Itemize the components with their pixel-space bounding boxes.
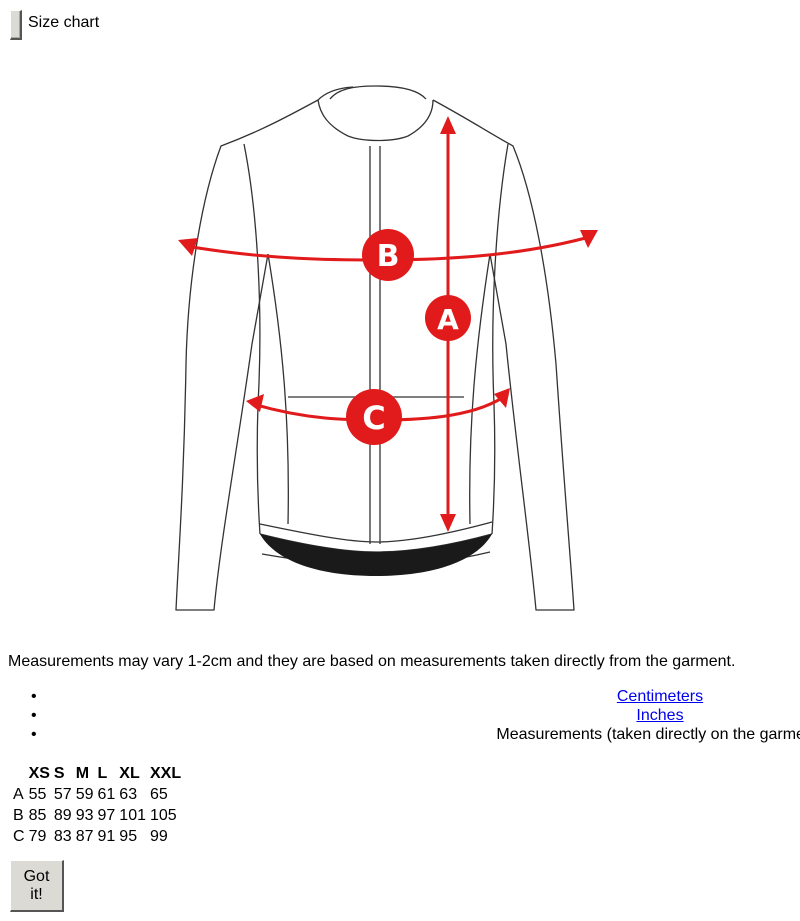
table-cell: 61 [97, 786, 116, 803]
table-cell: 89 [53, 807, 72, 824]
table-cell: 55 [28, 786, 47, 803]
table-cell: 63 [119, 786, 138, 803]
measurement-note: Measurements may vary 1-2cm and they are… [8, 653, 736, 670]
table-row: B 85 89 93 97 101 105 [12, 806, 182, 825]
unit-item-inches: • Inches [0, 707, 800, 726]
table-cell: 91 [97, 828, 116, 845]
table-cell: C [13, 828, 25, 845]
jersey-measurement-diagram: B A C [8, 64, 734, 640]
unit-item-measurements: • Measurements (taken directly on the ga… [0, 726, 800, 745]
table-cell: B [13, 807, 24, 824]
table-header-cell: XS [28, 765, 50, 782]
bullet-icon: • [31, 688, 37, 705]
measurements-label: Measurements (taken directly on the garm… [496, 726, 800, 743]
table-header-cell: XL [119, 765, 140, 782]
table-cell: 85 [28, 807, 47, 824]
table-cell: 97 [97, 807, 116, 824]
label-c: C [362, 399, 385, 437]
table-cell: A [13, 786, 24, 803]
table-cell: 105 [150, 807, 177, 824]
table-header-cell: L [97, 765, 108, 782]
table-header-cell: S [53, 765, 65, 782]
table-cell: 95 [119, 828, 138, 845]
bullet-icon: • [31, 707, 37, 724]
label-b: B [377, 239, 400, 274]
table-header-row: XS S M L XL XXL [12, 764, 182, 783]
bullet-icon: • [31, 726, 37, 743]
size-chart-toggle-button[interactable] [10, 10, 22, 40]
unit-list: • Centimeters • Inches • Measurements (t… [0, 688, 800, 745]
table-cell: 101 [119, 807, 146, 824]
table-row: A 55 57 59 61 63 65 [12, 785, 182, 804]
table-cell: 93 [75, 807, 94, 824]
table-cell: 99 [150, 828, 168, 845]
table-cell: 87 [75, 828, 94, 845]
size-table: XS S M L XL XXL A 55 57 59 61 63 65 B 85… [10, 762, 184, 848]
label-a: A [437, 303, 459, 336]
table-cell: 65 [150, 786, 168, 803]
page-title: Size chart [28, 14, 100, 31]
table-cell: 59 [75, 786, 94, 803]
table-header-cell [12, 764, 26, 783]
got-it-button[interactable]: Got it! [10, 860, 64, 912]
table-header-cell: M [75, 765, 90, 782]
inches-link[interactable]: Inches [636, 707, 684, 724]
centimeters-link[interactable]: Centimeters [616, 688, 704, 705]
unit-item-centimeters: • Centimeters [0, 688, 800, 707]
table-cell: 79 [28, 828, 47, 845]
table-cell: 57 [53, 786, 72, 803]
table-cell: 83 [53, 828, 72, 845]
table-header-cell: XXL [150, 765, 182, 782]
table-row: C 79 83 87 91 95 99 [12, 827, 182, 846]
